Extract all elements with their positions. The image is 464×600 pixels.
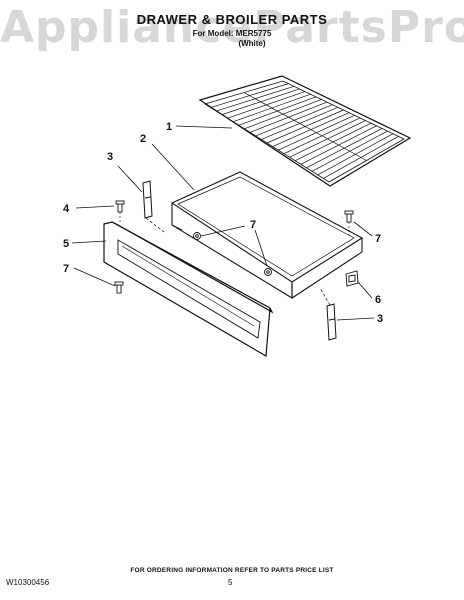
model-line: For Model: MER5775: [192, 29, 272, 38]
drawer-glide-right: [319, 287, 337, 341]
page-number: 5: [228, 578, 233, 587]
nut-mid-right: [264, 268, 272, 276]
callout-glide-right: 3: [377, 313, 383, 325]
callout-drawer-body: 2: [140, 133, 146, 145]
nut-mid-left: [193, 232, 201, 240]
drawer-glide-left: [142, 180, 165, 233]
color-line: (White): [238, 39, 266, 48]
callout-screw-right: 7: [375, 233, 381, 245]
screw-left: [115, 200, 125, 222]
watermark-logo: AppliancePartsPros.com: [0, 2, 464, 53]
rack-center-support: [243, 92, 367, 161]
callout-screw-mid: 7: [250, 219, 256, 231]
screw-right: [344, 210, 354, 236]
callout-clip: 6: [375, 294, 381, 306]
callout-screw-bottom: 7: [63, 263, 69, 275]
page-title: DRAWER & BROILER PARTS: [136, 12, 328, 27]
document-number: W10300456: [6, 578, 50, 587]
drawer-body: [170, 171, 364, 299]
callout-rack: 1: [166, 121, 172, 133]
drawer-clip: [345, 270, 359, 287]
oven-rack: [198, 75, 412, 187]
callout-glide-left: 3: [107, 151, 113, 163]
ordering-note: FOR ORDERING INFORMATION REFER TO PARTS …: [130, 567, 334, 574]
callout-drawer-front: 5: [63, 238, 69, 250]
screw-bottom: [114, 281, 124, 294]
callout-screw-left: 4: [63, 203, 70, 215]
drawer-front: [103, 221, 274, 357]
leader-lines: [71, 125, 375, 321]
